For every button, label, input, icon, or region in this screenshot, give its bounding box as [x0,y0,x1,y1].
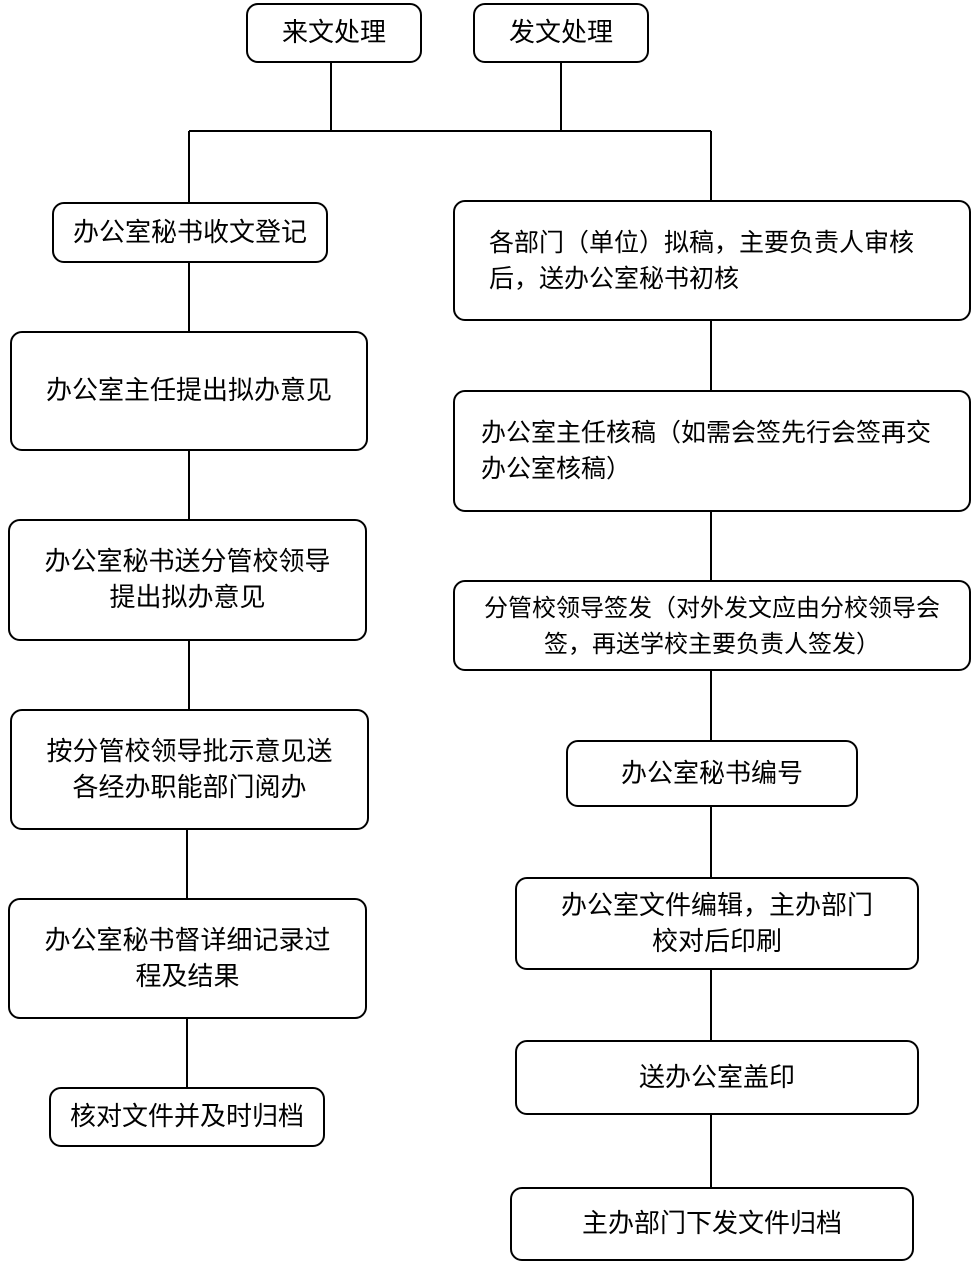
incoming-step-4-node: 按分管校领导批示意见送各经办职能部门阅办 [10,709,369,830]
outgoing-step-3-node: 分管校领导签发（对外发文应由分校领导会签，再送学校主要负责人签发） [453,580,971,671]
outgoing-processing-node: 发文处理 [473,3,649,63]
incoming-step-1-node: 办公室秘书收文登记 [52,202,328,263]
outgoing-step-2-node: 办公室主任核稿（如需会签先行会签再交办公室核稿） [453,390,971,512]
incoming-step-6-node: 核对文件并及时归档 [49,1087,325,1147]
incoming-step-5-node: 办公室秘书督详细记录过程及结果 [8,898,367,1019]
outgoing-step-6-node: 送办公室盖印 [515,1040,919,1115]
outgoing-step-1-node: 各部门（单位）拟稿，主要负责人审核后，送办公室秘书初核 [453,200,971,321]
outgoing-step-7-node: 主办部门下发文件归档 [510,1187,914,1261]
incoming-step-3-node: 办公室秘书送分管校领导提出拟办意见 [8,519,367,641]
outgoing-step-4-node: 办公室秘书编号 [566,740,858,807]
incoming-processing-node: 来文处理 [246,3,422,63]
outgoing-step-5-node: 办公室文件编辑，主办部门校对后印刷 [515,877,919,970]
incoming-step-2-node: 办公室主任提出拟办意见 [10,331,368,451]
